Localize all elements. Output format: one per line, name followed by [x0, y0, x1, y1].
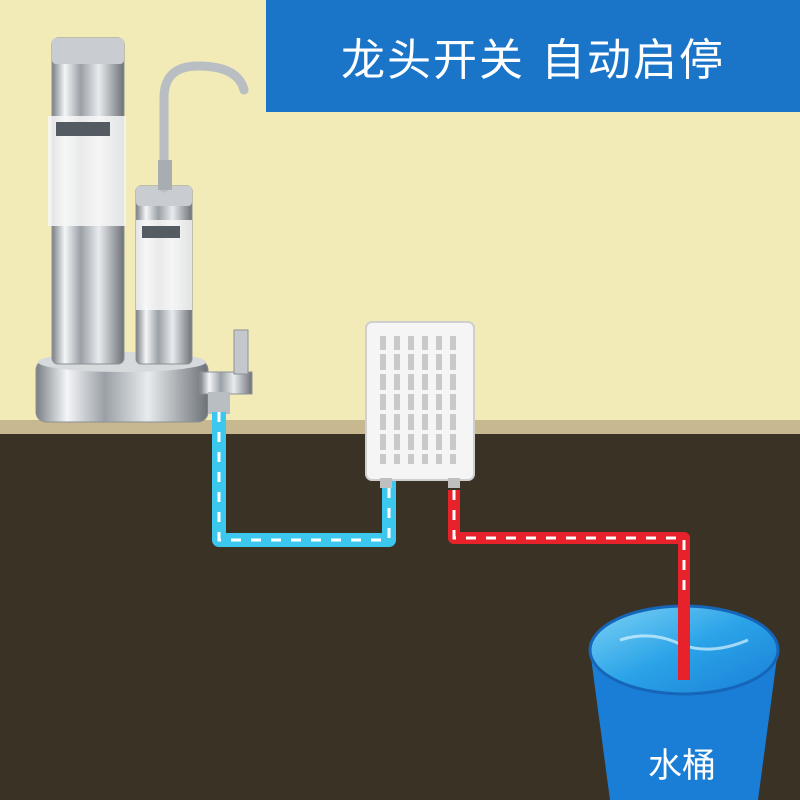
water-bucket-icon — [588, 600, 780, 800]
banner-title: 龙头开关 自动启停 — [341, 35, 725, 86]
water-filter-icon — [35, 37, 253, 423]
inlet-pipe — [212, 412, 396, 547]
bucket-label: 水桶 — [648, 746, 716, 786]
pump-box-icon — [365, 321, 475, 488]
banner: 龙头开关 自动启停 — [266, 0, 800, 112]
